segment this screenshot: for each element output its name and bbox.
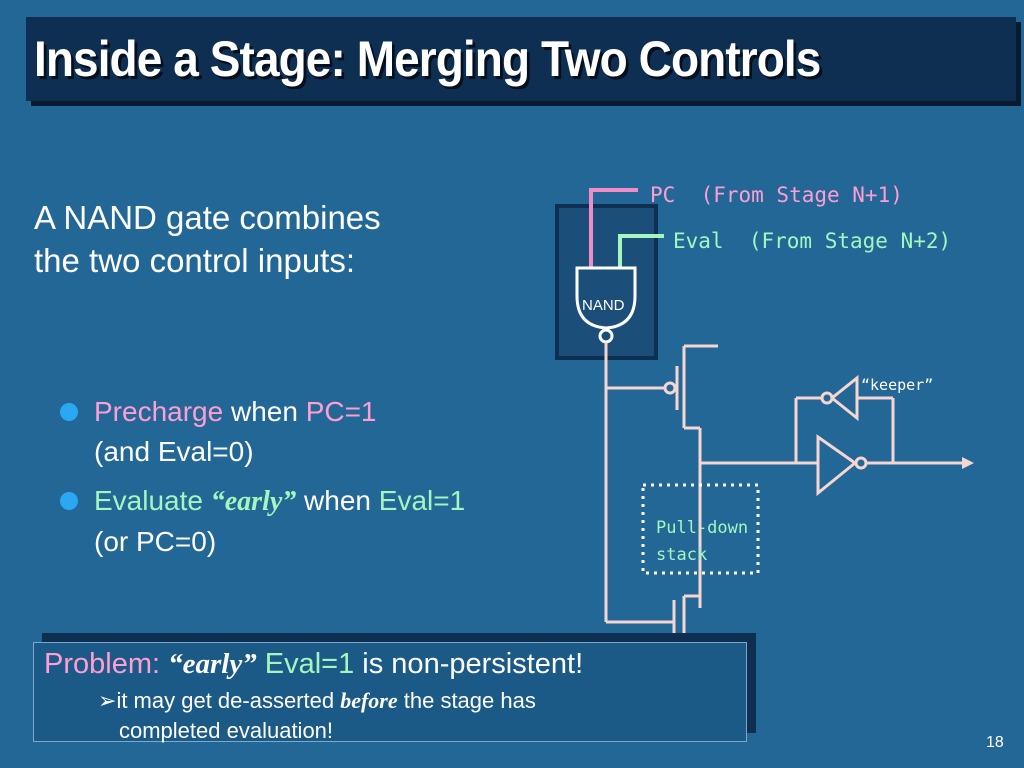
output-arrow-icon [962,457,974,469]
keeper-bubble [820,391,834,405]
evaluate-subtext: (or PC=0) [94,526,217,557]
intro-line-2: the two control inputs: [34,242,356,279]
precharge-when: when [223,396,306,427]
problem-line-3: completed evaluation! [119,718,334,743]
pc-label: PC (From Stage N+1) [650,183,903,207]
evaluate-when: when [296,485,379,516]
eval-label: Eval (From Stage N+2) [673,229,951,253]
evaluate-word: Evaluate [94,485,203,516]
problem-rest: is non-persistent! [354,648,584,680]
inverter-bubble [854,456,868,470]
bullet-dot-icon [60,403,78,421]
evaluate-early: “early” [210,486,297,517]
problem-line-2: ➢it may get de-asserted before the stage… [98,686,536,715]
bullet-evaluate: Evaluate “early” when Eval=1 (or PC=0) [60,481,465,562]
inverter-icon [816,434,858,497]
title-bar [26,17,1016,101]
nand-label: NAND [582,297,625,314]
eval-wire [618,234,664,268]
keeper-inverter-icon [829,374,859,422]
nand-bubble [598,328,614,344]
page-number: 18 [986,734,1004,751]
bullet-dot-icon [60,492,78,510]
problem-sub1-a: it may get de-asserted [116,688,341,713]
problem-early: “early” [168,648,257,680]
problem-box [33,642,747,742]
intro-text: A NAND gate combines the two control inp… [34,196,381,282]
pulldown-label-line1: Pull-down [656,518,748,538]
arrow-bullet-icon: ➢ [98,688,117,713]
problem-sub1-c: the stage has [397,688,536,713]
problem-before: before [340,688,398,713]
precharge-subtext: (and Eval=0) [94,436,254,467]
pulldown-label-line2: stack [656,545,707,565]
pc-wire [589,188,638,268]
keeper-label: “keeper” [861,376,933,394]
evaluate-condition: Eval=1 [378,485,466,516]
problem-label: Problem: [44,648,161,680]
pmos-bubble [663,381,677,395]
slide-title: Inside a Stage: Merging Two Controls [34,31,821,87]
precharge-condition: PC=1 [305,396,377,427]
pulldown-stack-box [641,483,760,575]
problem-subject: Eval=1 [264,648,355,680]
problem-line-1: Problem: “early” Eval=1 is non-persisten… [44,644,583,684]
nand-gate-icon [575,266,637,330]
bullet-precharge: Precharge when PC=1 (and Eval=0) [60,392,377,472]
precharge-word: Precharge [94,396,224,427]
intro-line-1: A NAND gate combines [34,199,381,236]
